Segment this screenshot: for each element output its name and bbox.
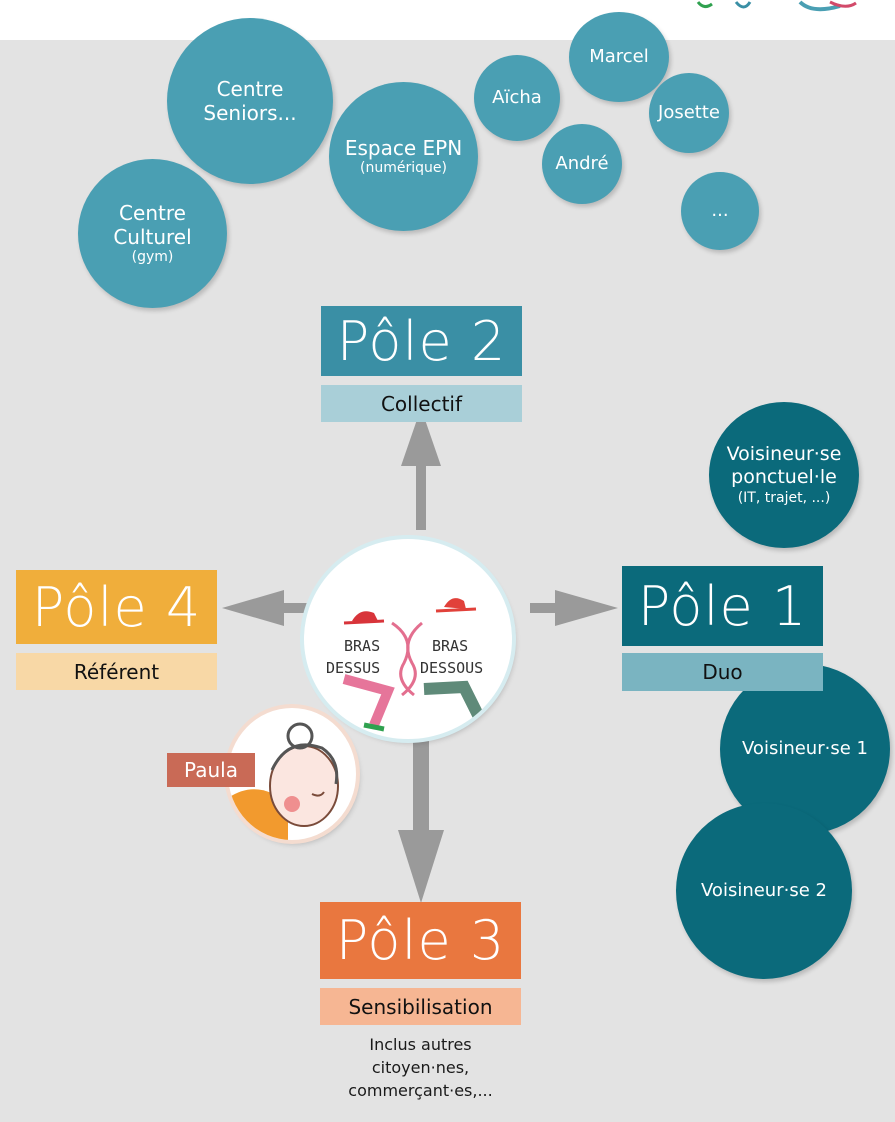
centre-culturel-circle: Centre Culturel (gym): [78, 159, 227, 308]
aicha-label: Aïcha: [492, 87, 542, 109]
pole1-subtitle: Duo: [622, 653, 823, 691]
arrow-right: [530, 590, 618, 626]
referent-name-tag: Paula: [167, 753, 255, 787]
centre-culturel-sub: (gym): [131, 249, 174, 266]
voisineur-1-label: Voisineur·se 1: [742, 738, 868, 760]
pole1-title: Pôle 1: [622, 566, 823, 646]
arrow-down: [398, 740, 444, 903]
pole3-subtitle: Sensibilisation: [320, 988, 521, 1025]
espace-epn-sub: (numérique): [360, 160, 447, 177]
etc-circle: ...: [681, 172, 759, 250]
pole4-subtitle: Référent: [16, 653, 217, 690]
logo-text-right-1: BRAS: [432, 637, 468, 655]
josette-circle: Josette: [649, 73, 729, 153]
voisineur-ponctuel-sub: (IT, trajet, ...): [737, 489, 831, 506]
aicha-circle: Aïcha: [474, 55, 560, 141]
voisineur-1-circle: Voisineur·se 1: [720, 664, 890, 834]
arrow-up: [401, 408, 441, 530]
voisineur-ponctuel-label: Voisineur·se ponctuel·le: [726, 443, 842, 489]
logo-text-left-1: BRAS: [344, 637, 380, 655]
voisineur-2-label: Voisineur·se 2: [701, 880, 827, 902]
centre-seniors-circle: Centre Seniors...: [167, 18, 333, 184]
top-illustration: [696, 0, 857, 12]
referent-illustration: [228, 722, 339, 840]
arrow-left: [222, 590, 308, 626]
logo-illustration: BRAS DESSUS BRAS DESSOUS: [326, 598, 495, 732]
josette-label: Josette: [658, 102, 720, 124]
espace-epn-label: Espace EPN: [344, 135, 463, 160]
voisineur-2-circle: Voisineur·se 2: [676, 803, 852, 979]
pole2-title: Pôle 2: [321, 306, 522, 376]
pole4-title: Pôle 4: [16, 570, 217, 644]
pole3-title: Pôle 3: [320, 902, 521, 979]
logo-text-right-2: DESSOUS: [420, 659, 483, 677]
logo-text-left-2: DESSUS: [326, 659, 380, 677]
pole3-note: Inclus autres citoyen·nes, commerçant·es…: [348, 1035, 493, 1101]
marcel-label: Marcel: [589, 46, 649, 68]
centre-seniors-label: Centre Seniors...: [203, 76, 297, 125]
centre-culturel-label: Centre Culturel: [113, 200, 192, 249]
andre-circle: André: [542, 124, 622, 204]
bras-dessus-logo: BRAS DESSUS BRAS DESSOUS: [304, 539, 512, 739]
voisineur-ponctuel-circle: Voisineur·se ponctuel·le (IT, trajet, ..…: [709, 402, 859, 548]
andre-label: André: [555, 153, 609, 175]
marcel-circle: Marcel: [569, 12, 669, 102]
pole2-subtitle: Collectif: [321, 385, 522, 422]
espace-epn-circle: Espace EPN (numérique): [329, 82, 478, 231]
etc-label: ...: [711, 200, 729, 222]
